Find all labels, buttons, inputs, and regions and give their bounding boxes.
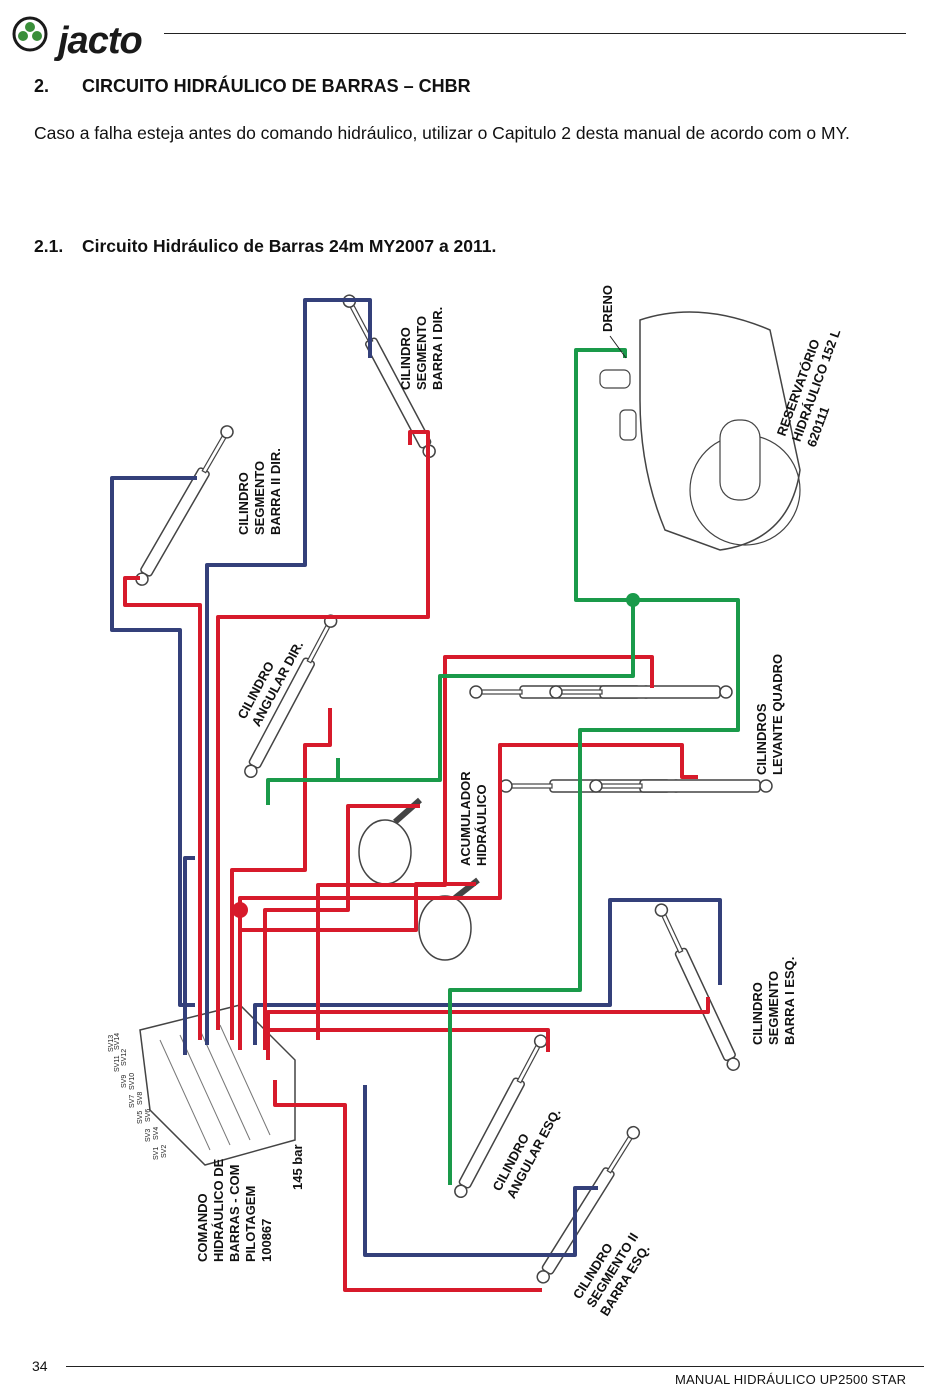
svg-text:SV3: SV3 [145, 1129, 152, 1142]
svg-text:SV1: SV1 [153, 1147, 160, 1160]
svg-text:SV6: SV6 [145, 1109, 152, 1122]
pressure-junction-dot [232, 902, 248, 918]
label-acumulador: ACUMULADOR HIDRÁULICO [458, 771, 489, 866]
cylinder-segment-barra-ii-dir [133, 422, 236, 589]
cylinder-segment-barra-i-esq [652, 901, 742, 1073]
svg-text:100867: 100867 [259, 1219, 274, 1262]
svg-text:SEGMENTO: SEGMENTO [414, 316, 429, 390]
svg-text:HIDRÁULICO DE: HIDRÁULICO DE [211, 1158, 226, 1262]
svg-text:BARRA II DIR.: BARRA II DIR. [268, 448, 283, 535]
subsection-number: 2.1. [34, 236, 64, 256]
svg-text:SEGMENTO: SEGMENTO [252, 461, 267, 535]
dreno-leader-line [609, 335, 627, 359]
return-lines [110, 298, 722, 1257]
svg-text:HIDRÁULICO: HIDRÁULICO [474, 784, 489, 866]
label-segmento-barra-i-dir: CILINDRO SEGMENTO BARRA I DIR. [398, 307, 445, 390]
svg-text:SV14: SV14 [114, 1033, 121, 1050]
svg-text:SV2: SV2 [161, 1145, 168, 1158]
svg-text:PILOTAGEM: PILOTAGEM [243, 1186, 258, 1262]
label-segmento-barra-ii-dir: CILINDRO SEGMENTO BARRA II DIR. [236, 448, 283, 535]
svg-text:ACUMULADOR: ACUMULADOR [458, 771, 473, 866]
svg-text:BARRA I ESQ.: BARRA I ESQ. [782, 957, 797, 1045]
intro-paragraph: Caso a falha esteja antes do comando hid… [34, 123, 850, 143]
label-segmento-barra-ii-esq: CILINDRO SEGMENTO II BARRA ESQ. [570, 1230, 653, 1319]
drain-junction-dot [626, 593, 640, 607]
svg-text:CILINDRO: CILINDRO [750, 982, 765, 1045]
svg-text:BARRAS - COM: BARRAS - COM [227, 1165, 242, 1263]
section-heading: 2. CIRCUITO HIDRÁULICO DE BARRAS – CHBR [34, 76, 471, 97]
svg-text:SV13: SV13 [108, 1035, 115, 1052]
label-segmento-barra-i-esq: CILINDRO SEGMENTO BARRA I ESQ. [750, 957, 797, 1045]
header-rule [164, 33, 906, 34]
svg-text:COMANDO: COMANDO [195, 1193, 210, 1262]
clover-logo-icon [12, 16, 48, 52]
subsection-heading: 2.1. Circuito Hidráulico de Barras 24m MY… [34, 236, 496, 257]
svg-text:CILINDRO: CILINDRO [236, 472, 251, 535]
accumulator-1 [358, 797, 422, 885]
svg-text:SEGMENTO: SEGMENTO [766, 971, 781, 1045]
svg-text:SV12: SV12 [121, 1049, 128, 1066]
section-number: 2. [34, 76, 50, 96]
reservoir-tank [599, 311, 801, 551]
svg-text:SV11: SV11 [114, 1055, 121, 1072]
logo-wordmark: jacto [58, 20, 143, 62]
footer-title: MANUAL HIDRÁULICO UP2500 STAR [675, 1372, 907, 1387]
jacto-logo: jacto [10, 14, 170, 62]
footer-rule [66, 1366, 924, 1367]
accumulator-2 [418, 877, 480, 961]
svg-text:BARRA I DIR.: BARRA I DIR. [430, 307, 445, 390]
svg-text:SV8: SV8 [137, 1092, 144, 1105]
label-dreno: DRENO [600, 285, 615, 332]
svg-text:CILINDRO: CILINDRO [398, 327, 413, 390]
hydraulic-circuit-diagram: DRENO RESERVATÓRIO HIDRÁULICO 152 L 6201… [108, 285, 844, 1319]
svg-text:SV7: SV7 [129, 1095, 136, 1108]
svg-text:SV9: SV9 [121, 1075, 128, 1088]
svg-text:SV5: SV5 [137, 1111, 144, 1124]
label-reservatorio: RESERVATÓRIO HIDRÁULICO 152 L 620111 [774, 327, 844, 449]
svg-text:SV4: SV4 [153, 1127, 160, 1140]
label-pressao: 145 bar [290, 1144, 305, 1190]
drain-lines [266, 348, 740, 1185]
valve-section-labels: SV13 SV11 SV14 SV12 SV9 SV10 SV7 SV8 SV5… [108, 1033, 168, 1160]
svg-text:SV10: SV10 [129, 1073, 136, 1090]
page-number: 34 [32, 1358, 48, 1374]
label-comando: COMANDO HIDRÁULICO DE BARRAS - COM PILOT… [195, 1158, 274, 1262]
svg-text:CILINDROS: CILINDROS [754, 703, 769, 775]
pressure-lines [123, 430, 710, 1292]
section-title: CIRCUITO HIDRÁULICO DE BARRAS – CHBR [82, 76, 471, 96]
svg-text:LEVANTE QUADRO: LEVANTE QUADRO [770, 654, 785, 775]
subsection-title: Circuito Hidráulico de Barras 24m MY2007… [82, 236, 497, 256]
label-levante-quadro: CILINDROS LEVANTE QUADRO [754, 654, 785, 775]
